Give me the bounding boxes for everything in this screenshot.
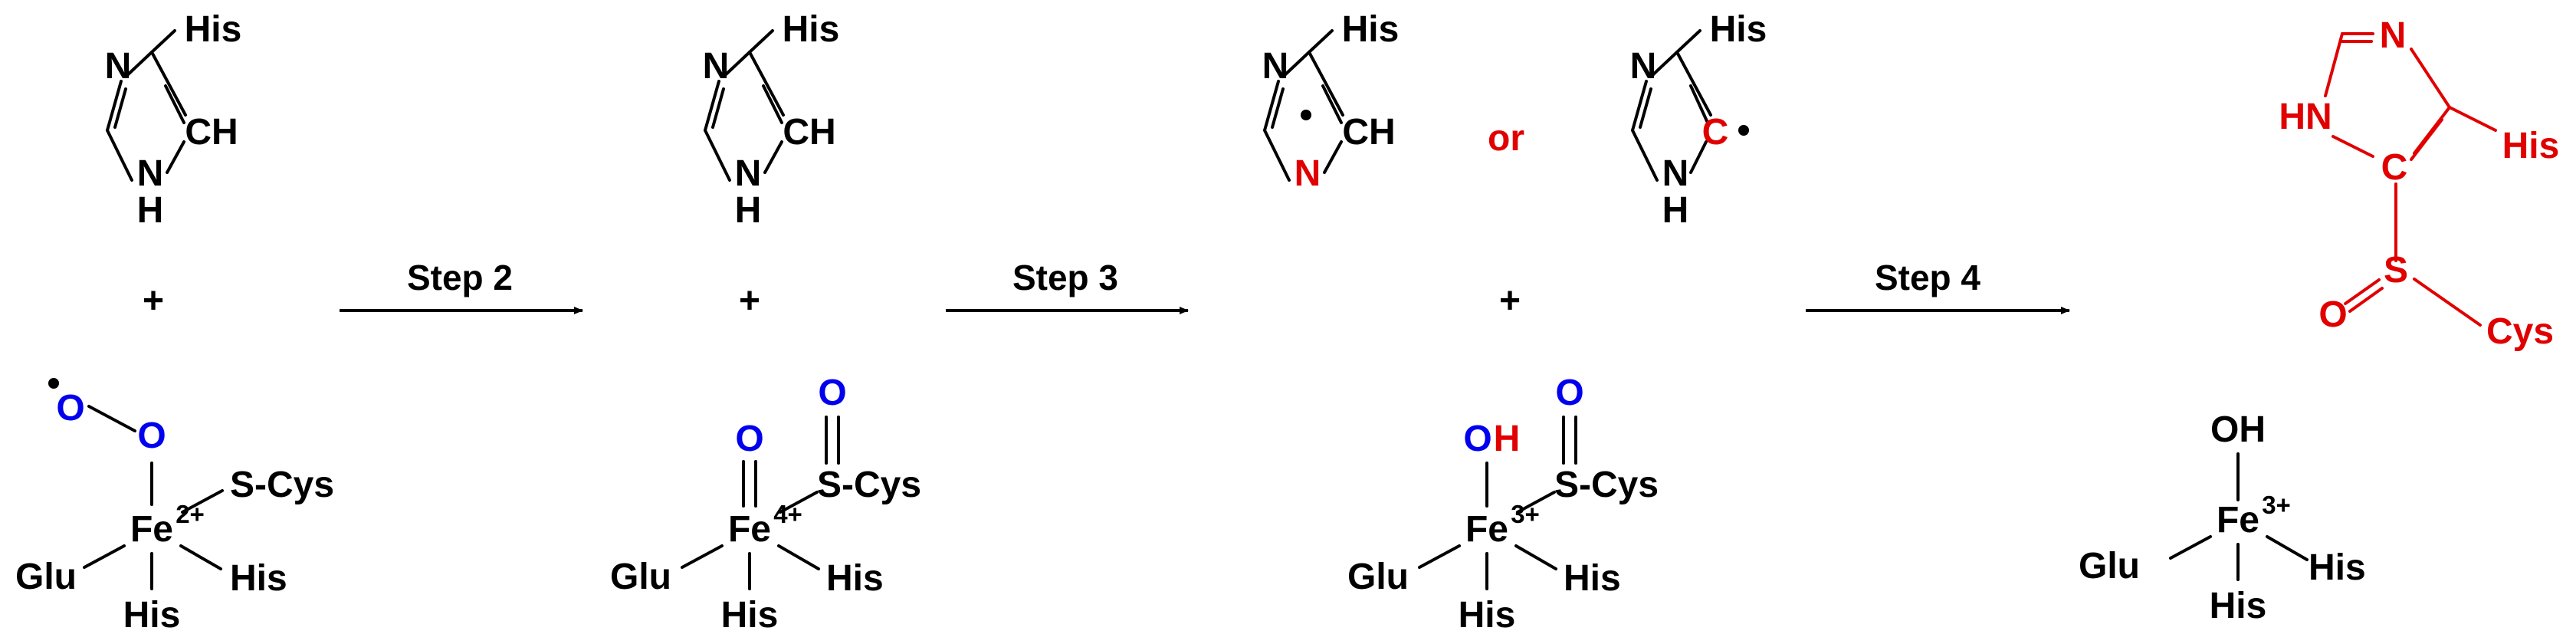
his-label: His [2309, 547, 2366, 588]
his-label: His [721, 595, 779, 636]
his-label: His [2502, 126, 2560, 166]
radical-dot [1301, 110, 1311, 120]
fe4-oxo-complex: O O S-Cys Fe 4+ Glu His His [610, 373, 921, 636]
step-3-label: Step 3 [1012, 258, 1118, 297]
oxidation-state-3: 3+ [2262, 491, 2291, 519]
oxidation-state-2: 2+ [176, 500, 205, 528]
iron-label: Fe [1465, 509, 1508, 550]
imidazole-2: N CH N H His [703, 9, 840, 231]
his-label: His [230, 558, 287, 599]
carbon-label: C [2381, 147, 2408, 188]
radical-dot [48, 378, 59, 389]
oxygen-label: O [56, 388, 84, 429]
ch-label: CH [783, 112, 835, 153]
nitrogen-label: N [1630, 46, 1657, 87]
ch-label: CH [1342, 112, 1395, 153]
nitrogen-label: N [1262, 46, 1289, 87]
oxidation-state-3: 3+ [1511, 500, 1540, 528]
step-3-arrow: Step 3 [946, 258, 1189, 314]
glu-label: Glu [2079, 546, 2140, 586]
nitrogen-label: N [703, 46, 730, 87]
hydrogen-label: H [735, 190, 762, 231]
iron-label: Fe [130, 509, 173, 550]
sulfur-label: S [2384, 250, 2408, 291]
sulfoxide-product: N HN C His S O Cys [2279, 15, 2559, 352]
plus-sign: + [1499, 281, 1521, 321]
fe3-hydroxo-product: OH Fe 3+ Glu His His [2079, 409, 2366, 626]
nitrogen-label: N [1662, 153, 1689, 194]
cys-label: Cys [2486, 311, 2554, 352]
glu-label: Glu [1347, 557, 1409, 597]
nitrogen-label: N [2380, 15, 2407, 56]
oxygen-label: O [1555, 373, 1583, 413]
hydrogen-label: H [1662, 190, 1689, 231]
hydrogen-label: H [137, 190, 164, 231]
nitrogen-label: N [105, 46, 132, 87]
oxygen-label: O [818, 373, 846, 413]
step-4-arrow: Step 4 [1806, 258, 2070, 314]
s-cys-label: S-Cys [1554, 465, 1659, 505]
imidazole-1: N CH N H His [105, 9, 242, 231]
plus-sign: + [143, 281, 164, 321]
his-label: His [1710, 9, 1767, 50]
oxygen-label: O [1463, 419, 1491, 459]
s-cys-label: S-Cys [230, 465, 334, 505]
imidazolyl-radical-n: N CH N His [1262, 9, 1400, 194]
ch-label: CH [185, 112, 238, 153]
fe3-hydroxo-complex: O H O S-Cys Fe 3+ Glu His His [1347, 373, 1659, 636]
nh-label: HN [2279, 97, 2332, 137]
plus-sign: + [739, 281, 760, 321]
step-4-label: Step 4 [1875, 258, 1980, 297]
iron-label: Fe [2217, 500, 2259, 540]
hydroxide-label: OH [2210, 409, 2266, 450]
iron-label: Fe [728, 509, 771, 550]
glu-label: Glu [610, 557, 671, 597]
or-label: or [1488, 118, 1524, 159]
step-2-arrow: Step 2 [340, 258, 583, 314]
carbon-label: C [1702, 112, 1729, 153]
oxygen-label: O [735, 419, 763, 459]
his-label: His [1459, 595, 1516, 636]
nitrogen-label: N [1295, 153, 1321, 194]
radical-dot [1738, 125, 1749, 136]
fe2-superoxo-complex: O O S-Cys Fe 2+ Glu His His [15, 378, 334, 636]
his-label: His [826, 558, 884, 599]
his-label: His [1342, 9, 1400, 50]
oxidation-state-4: 4+ [773, 500, 802, 528]
his-label: His [1564, 558, 1621, 599]
glu-label: Glu [15, 557, 77, 597]
imidazolyl-radical-c: N C N H His [1630, 9, 1767, 231]
step-2-label: Step 2 [407, 258, 513, 297]
hydrogen-label: H [1494, 419, 1521, 459]
his-label: His [185, 9, 242, 50]
oxygen-label: O [2318, 294, 2347, 335]
his-label: His [783, 9, 840, 50]
his-label: His [123, 595, 181, 636]
his-label: His [2210, 586, 2267, 626]
oxygen-label: O [137, 416, 166, 456]
s-cys-label: S-Cys [817, 465, 921, 505]
nitrogen-label: N [137, 153, 164, 194]
nitrogen-label: N [735, 153, 762, 194]
